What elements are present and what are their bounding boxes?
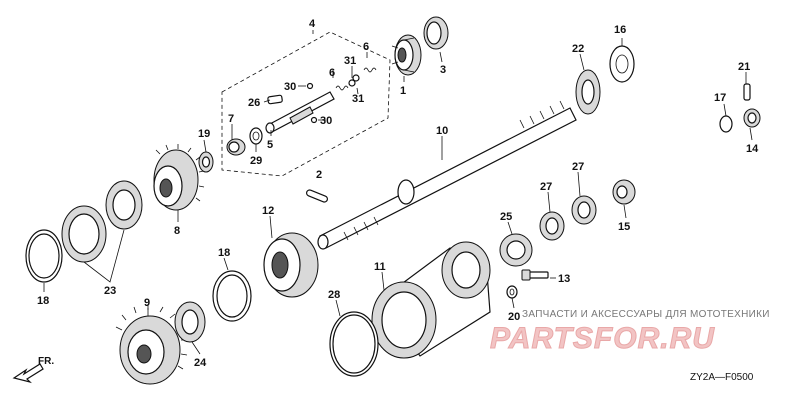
callout-30a: 30	[284, 81, 296, 93]
part-23-taper-bearing	[61, 180, 143, 263]
part-27-seal-b	[571, 195, 597, 225]
callout-20: 20	[508, 311, 520, 323]
part-1-gear-sleeve	[391, 34, 422, 76]
callout-28: 28	[328, 289, 340, 301]
callout-3: 3	[440, 64, 446, 76]
callout-25: 25	[500, 211, 512, 223]
callout-30b: 30	[320, 115, 332, 127]
callout-labels: 1 2 3 4 5 6 6 7 8 9 10 11 12 13 14 15 16…	[37, 18, 759, 369]
callout-4: 4	[309, 18, 316, 30]
leader-lines	[43, 30, 753, 355]
part-29-washer	[249, 127, 263, 145]
front-direction-label: FR.	[38, 356, 54, 367]
callout-11: 11	[374, 261, 386, 273]
part-3-ring	[423, 16, 449, 50]
watermark: ЗАПЧАСТИ И АКСЕССУАРЫ ДЛЯ МОТОТЕХНИКИ PA…	[490, 309, 770, 356]
part-5-shaft	[265, 91, 335, 134]
callout-19: 19	[198, 128, 210, 140]
watermark-logo: PARTSFOR.RU	[490, 322, 715, 355]
part-21-cotter-pin	[743, 83, 751, 101]
callout-17: 17	[714, 92, 726, 104]
callout-7: 7	[228, 113, 234, 125]
front-arrow-icon	[12, 363, 44, 384]
callout-15: 15	[618, 221, 630, 233]
part-8-bevel-gear	[153, 144, 205, 211]
part-18-ring-center	[212, 270, 252, 322]
callout-13: 13	[558, 273, 570, 285]
callout-31a: 31	[344, 55, 356, 67]
assembly-4-outline	[221, 31, 391, 177]
callout-18b: 18	[218, 247, 230, 259]
diagram-code: ZY2A—F0500	[690, 372, 754, 383]
part-2-pin	[305, 189, 329, 203]
part-25-needle-bearing	[499, 233, 533, 267]
part-15-collar	[612, 179, 636, 205]
part-10-main-shaft	[317, 100, 577, 250]
part-11-gear-case	[371, 241, 491, 359]
callout-24: 24	[194, 357, 207, 369]
callout-29: 29	[250, 155, 262, 167]
callout-8: 8	[174, 225, 180, 237]
callout-27a: 27	[540, 181, 552, 193]
callout-22: 22	[572, 43, 584, 55]
part-27-seal-a	[539, 211, 565, 241]
callout-6b: 6	[329, 67, 335, 79]
callout-1: 1	[400, 85, 406, 97]
part-30-balls	[306, 82, 318, 124]
part-26-pin	[267, 94, 283, 105]
callout-5: 5	[267, 139, 273, 151]
callout-10: 10	[436, 125, 448, 137]
part-31-springs	[335, 67, 377, 91]
part-19-washer	[198, 151, 214, 173]
part-9-large-bevel-gear	[115, 304, 188, 385]
callout-21: 21	[738, 61, 750, 73]
part-7-nut	[226, 138, 246, 156]
front-direction-marker: FR.	[12, 356, 54, 384]
callout-2: 2	[316, 169, 322, 181]
callout-9: 9	[144, 297, 150, 309]
part-20-washer	[506, 285, 518, 299]
callout-31b: 31	[352, 93, 364, 105]
watermark-tagline: ЗАПЧАСТИ И АКСЕССУАРЫ ДЛЯ МОТОТЕХНИКИ	[522, 309, 770, 320]
callout-26: 26	[248, 97, 260, 109]
callout-16: 16	[614, 24, 626, 36]
part-13-bolt	[521, 269, 549, 281]
callout-12: 12	[262, 205, 274, 217]
part-16-washer	[609, 45, 635, 83]
callout-14: 14	[746, 143, 759, 155]
callout-23: 23	[104, 285, 116, 297]
part-24-bearing	[174, 301, 206, 343]
part-28-o-ring	[329, 311, 379, 377]
part-17-washer	[719, 115, 733, 133]
callout-6a: 6	[363, 41, 369, 53]
callout-18a: 18	[37, 295, 49, 307]
part-12-bearing-holder	[263, 232, 319, 298]
callout-27b: 27	[572, 161, 584, 173]
part-22-thrust-bearing	[575, 69, 601, 115]
part-14-nut	[743, 108, 761, 128]
part-18-ring-left	[25, 229, 63, 283]
